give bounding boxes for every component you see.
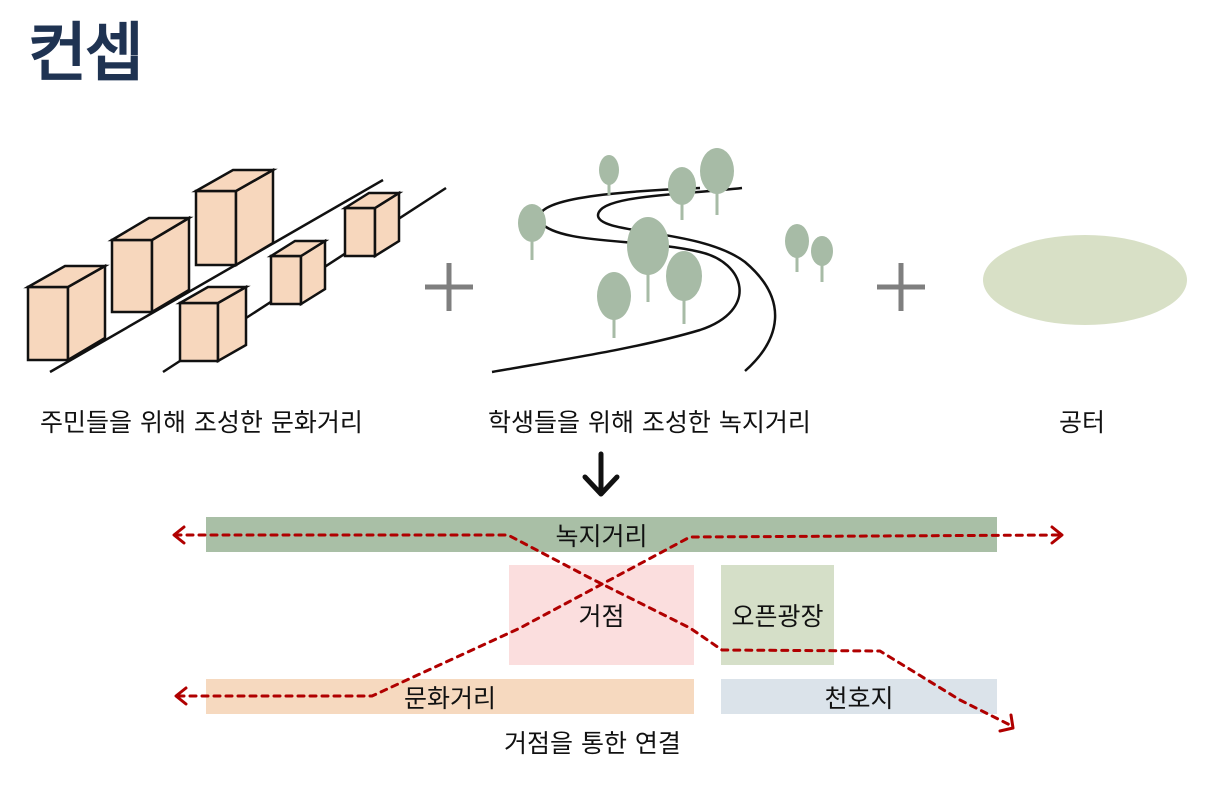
plus-icon bbox=[425, 263, 473, 311]
diagram-caption: 거점을 통한 연결 bbox=[504, 729, 681, 758]
arrowhead-down-right-icon bbox=[998, 713, 1015, 733]
arrowhead-left-icon bbox=[174, 686, 188, 706]
culture-street-buildings-icon bbox=[23, 167, 447, 374]
open-plaza-block: 오픈광장 bbox=[721, 565, 834, 665]
connection-line-culture-to-green bbox=[176, 533, 1062, 698]
concept-caption-vacant: 공터 bbox=[1059, 408, 1106, 437]
arrowhead-left-icon bbox=[172, 525, 186, 545]
plus-icon bbox=[877, 263, 925, 311]
concept-caption-culture: 주민들을 위해 조성한 문화거리 bbox=[40, 408, 363, 437]
arrowhead-right-icon bbox=[1050, 525, 1064, 545]
green-street-trees-icon bbox=[491, 148, 833, 374]
concept-caption-green: 학생들을 위해 조성한 녹지거리 bbox=[488, 408, 811, 437]
down-arrow-icon bbox=[582, 451, 620, 497]
vacant-lot-icon bbox=[983, 235, 1187, 325]
lake-block: 천호지 bbox=[721, 679, 997, 714]
connection-line-green-to-lake bbox=[173, 533, 1014, 728]
page-title: 컨셉 bbox=[28, 17, 144, 91]
